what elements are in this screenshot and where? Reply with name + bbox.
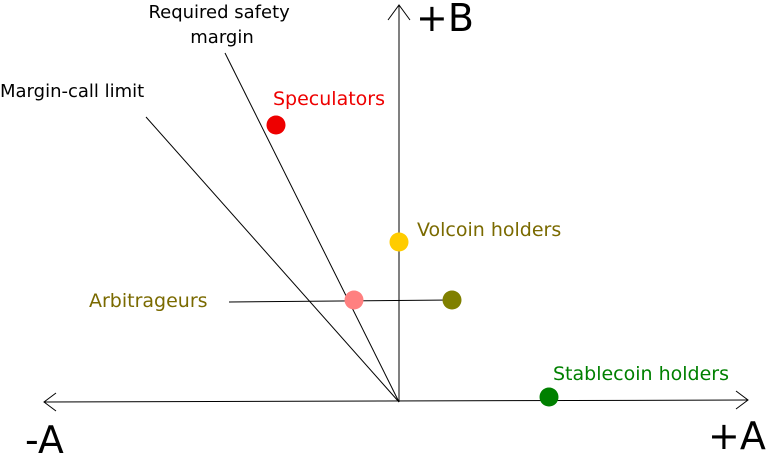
speculators-dot (266, 115, 286, 135)
a-axis-right-arrowhead (735, 390, 749, 410)
required-safety-margin-label-line-2: margin (190, 27, 253, 48)
speculators-label: Speculators (273, 88, 385, 110)
arbitrageurs-left-dot (344, 290, 364, 310)
volcoin-holders-dot (389, 232, 409, 252)
margin-call-limit-label: Margin-call limit (0, 81, 144, 102)
a-axis (43, 399, 749, 403)
b-axis-up-arrowhead (387, 4, 411, 21)
axis-label-plus-a: +A (708, 414, 766, 453)
stablecoin-holders-label: Stablecoin holders (553, 363, 729, 385)
required-safety-margin-label-line-1: Required safety (148, 2, 290, 23)
axis-label-plus-b: +B (416, 0, 474, 40)
arbitrageurs-right-dot (442, 290, 462, 310)
margin-call-limit-line (145, 116, 400, 403)
arbitrageurs-label: Arbitrageurs (89, 290, 208, 312)
a-axis-left-arrowhead (43, 392, 57, 412)
volcoin-holders-label: Volcoin holders (417, 219, 561, 241)
required-safety-margin-line (224, 52, 400, 403)
stablecoin-holders-dot (539, 387, 559, 407)
axis-label-minus-a: -A (25, 418, 64, 453)
arbitrageurs-leader-line (228, 299, 453, 303)
required-safety-margin-label: Required safety margin (148, 2, 295, 48)
